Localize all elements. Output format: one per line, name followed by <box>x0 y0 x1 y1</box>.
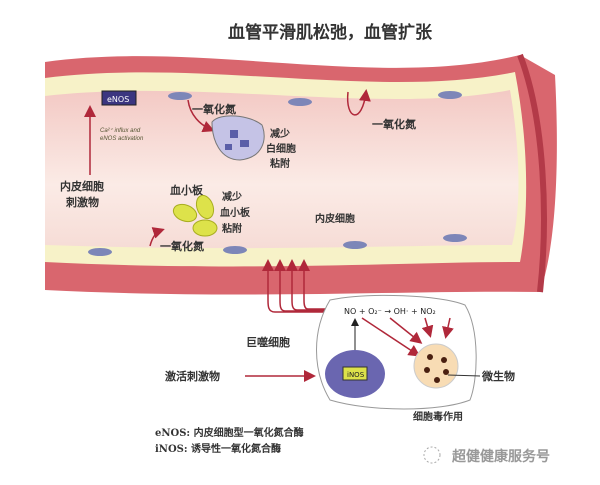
no-label-platelet: 一氧化氮 <box>160 239 204 253</box>
watermark: 超健健康服务号 <box>423 446 550 465</box>
no-label-leukocyte: 一氧化氮 <box>192 102 236 116</box>
microbe-label: 微生物 <box>481 369 515 383</box>
cytotoxic-arrows <box>361 317 454 357</box>
adhesion-label: 粘附 <box>270 157 290 170</box>
endothelial-stimulus-label-2: 刺激物 <box>65 195 99 209</box>
leukocyte-label: 白细胞 <box>266 142 296 155</box>
enos-box <box>101 90 137 106</box>
reduce-label-2: 减少 <box>222 190 242 203</box>
wechat-icon <box>423 446 441 464</box>
no-label-smooth-muscle: 一氧化氮 <box>372 117 416 131</box>
adhesion-label-2: 粘附 <box>222 222 242 235</box>
platelet-label-2: 血小板 <box>220 206 251 219</box>
inos-label: iNOS <box>347 371 365 379</box>
microbe <box>413 343 459 389</box>
platelet-label: 血小板 <box>170 183 204 197</box>
cytotoxic-label: 细胞毒作用 <box>413 410 463 423</box>
enos-label: eNOS <box>107 95 129 104</box>
title: 血管平滑肌松弛，血管扩张 <box>228 22 433 43</box>
watermark-text: 超健健康服务号 <box>451 448 550 465</box>
platelets <box>172 194 218 237</box>
macrophage-label: 巨噬细胞 <box>246 335 290 349</box>
legend-enos: eNOS: 内皮细胞型一氧化氮合酶 <box>155 426 304 439</box>
blood-vessel <box>45 53 557 295</box>
ca-influx-label: Ca²⁺ influx and <box>100 127 141 134</box>
endothelial-stimulus-label: 内皮细胞 <box>60 179 104 193</box>
legend-inos: iNOS: 诱导性一氧化氮合酶 <box>155 442 281 455</box>
no-diffusion-arrows <box>262 259 335 313</box>
nucleus <box>168 92 192 100</box>
endothelial-cell-label: 内皮细胞 <box>315 212 355 225</box>
reaction-equation: NO + O₂⁻ → OH· + NO₂ <box>344 307 436 316</box>
activating-stimulus-label: 激活刺激物 <box>165 369 220 383</box>
reduce-label: 减少 <box>270 127 290 140</box>
enos-activation-label: eNOS activation <box>100 136 144 142</box>
